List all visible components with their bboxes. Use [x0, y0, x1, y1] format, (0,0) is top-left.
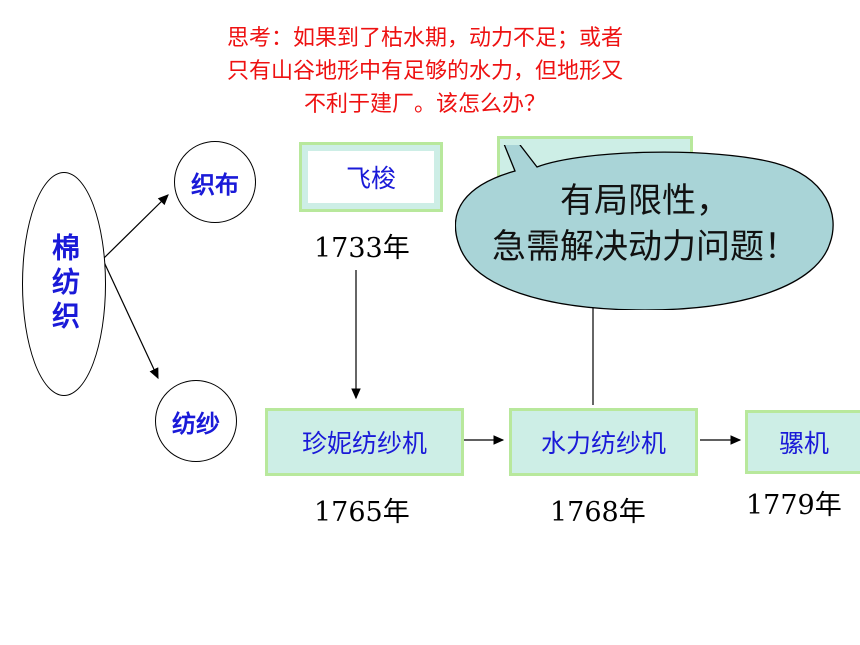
mule-box: 骡机 [745, 410, 860, 474]
question-line-2: 只有山谷地形中有足够的水力，但地形又 [226, 59, 623, 84]
weaving-node: 织布 [174, 141, 256, 223]
year-1768: 1768年 [550, 497, 646, 528]
question-line-1: 思考：如果到了枯水期，动力不足；或者 [226, 26, 623, 51]
year-1779: 1779年 [746, 490, 842, 521]
fly-shuttle-box: 飞梭 [299, 142, 443, 212]
year-1733: 1733年 [314, 233, 410, 264]
spinning-node: 纺纱 [155, 380, 237, 462]
speech-bubble-text: 有局限性， 急需解决动力问题！ [455, 178, 835, 270]
question-text: 思考：如果到了枯水期，动力不足；或者 只有山谷地形中有足够的水力，但地形又 不利… [140, 22, 710, 121]
root-label: 棉纺织 [48, 233, 81, 335]
water-frame-box: 水力纺纱机 [509, 408, 698, 476]
spinning-label: 纺纱 [172, 409, 220, 438]
callout-line-2: 急需解决动力问题！ [492, 227, 798, 267]
water-frame-label: 水力纺纱机 [540, 429, 666, 458]
question-line-3: 不利于建厂。该怎么办？ [303, 92, 546, 117]
year-1765: 1765年 [314, 497, 410, 528]
fly-shuttle-label: 飞梭 [308, 151, 434, 203]
callout-line-1: 有局限性， [560, 181, 730, 221]
root-node-cotton-textile: 棉纺织 [22, 172, 106, 396]
mule-label: 骡机 [778, 429, 829, 458]
arrow-to-weaving [103, 194, 169, 259]
spinning-jenny-label: 珍妮纺纱机 [301, 429, 427, 458]
speech-bubble [455, 145, 834, 310]
arrow-to-spinning [103, 261, 159, 380]
spinning-jenny-box: 珍妮纺纱机 [265, 408, 464, 476]
weaving-label: 织布 [191, 170, 239, 199]
speech-bubble-shape [455, 145, 834, 310]
